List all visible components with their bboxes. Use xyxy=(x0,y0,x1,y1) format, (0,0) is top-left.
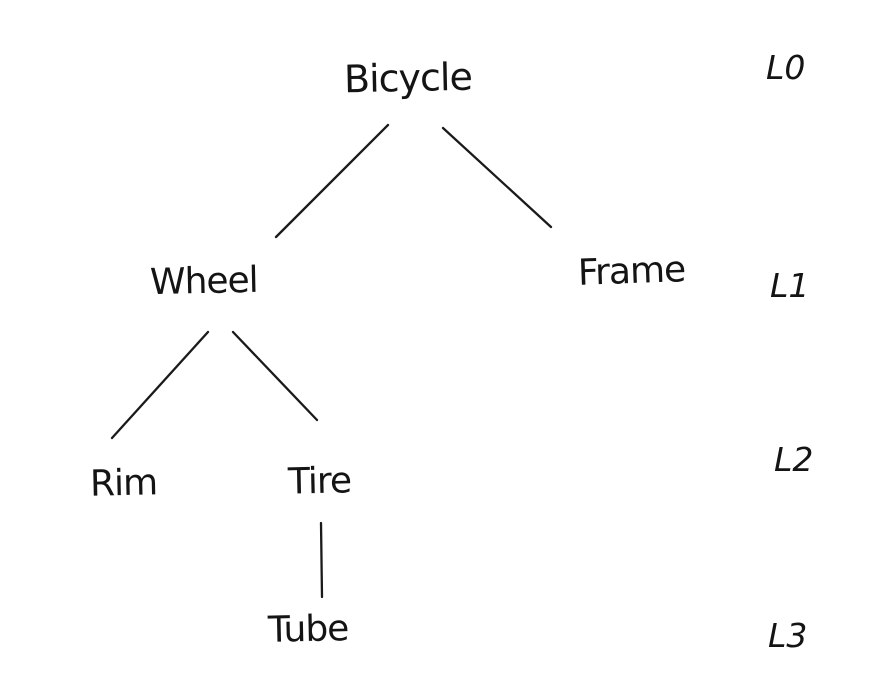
level-label-l0: L0 xyxy=(766,48,806,87)
tree-node-rim: Rim xyxy=(89,462,158,505)
tree-node-tire: Tire xyxy=(287,460,352,503)
tree-node-tube: Tube xyxy=(267,608,349,651)
level-label-l3: L3 xyxy=(768,616,808,655)
edge-tire-tube xyxy=(319,521,324,599)
level-label-l1: L1 xyxy=(770,266,810,305)
tree-node-bicycle: Bicycle xyxy=(343,54,473,102)
tree-node-wheel: Wheel xyxy=(149,259,259,304)
edge-wheel-rim xyxy=(110,330,210,440)
level-label-l2: L2 xyxy=(774,440,814,479)
tree-node-frame: Frame xyxy=(577,249,686,294)
edge-bicycle-frame xyxy=(441,126,553,229)
edge-bicycle-wheel xyxy=(274,123,390,239)
edge-wheel-tire xyxy=(231,330,319,422)
